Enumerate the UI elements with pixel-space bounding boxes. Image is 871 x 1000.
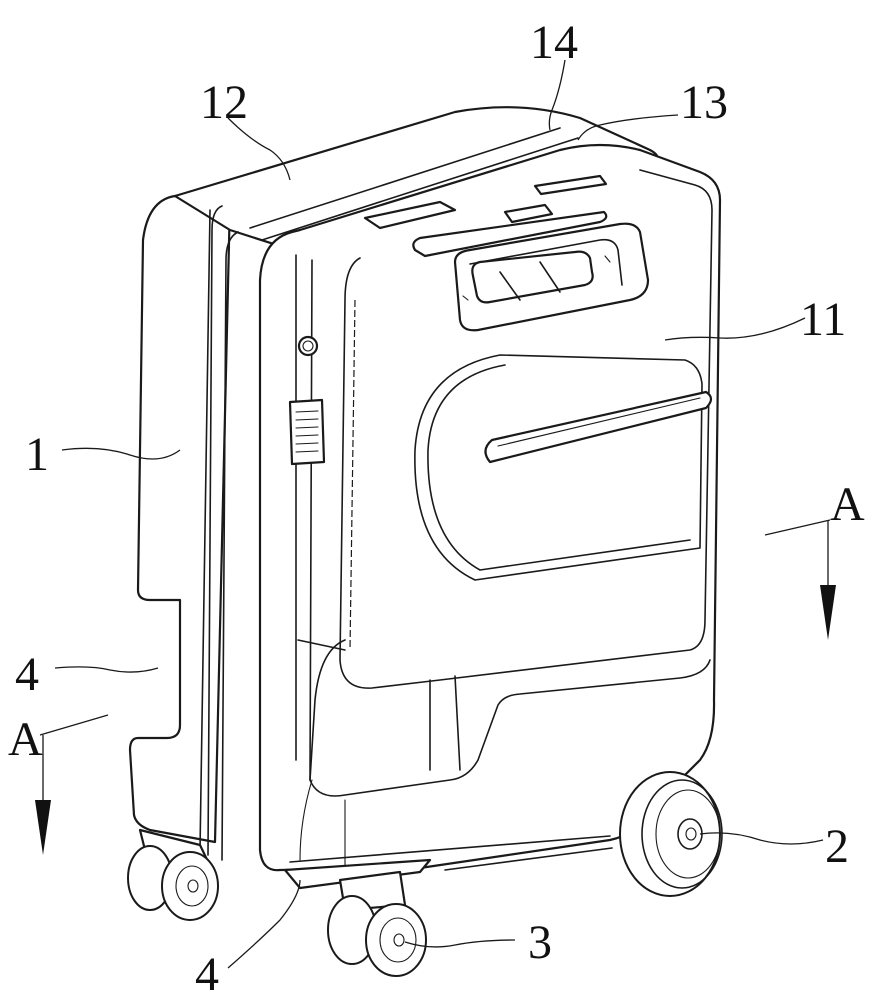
leader-13 <box>577 114 679 141</box>
reference-labels: 12 14 13 11 1 A 4 A 2 3 4 <box>8 16 865 1000</box>
label-section-A-left: A <box>8 713 43 766</box>
leader-lines <box>39 59 831 969</box>
leader-3 <box>404 939 516 948</box>
leader-12 <box>227 117 291 181</box>
leader-14 <box>548 59 566 131</box>
top-handle <box>363 174 650 332</box>
leader-2 <box>699 832 824 845</box>
section-arrow-right <box>820 520 836 640</box>
leader-11 <box>664 317 806 341</box>
rear-drive-wheel <box>619 771 723 897</box>
label-13: 13 <box>680 76 728 129</box>
leader-1 <box>61 447 181 460</box>
label-14: 14 <box>530 16 578 69</box>
leader-A-left <box>39 714 109 736</box>
caster-wheel-left <box>127 828 219 921</box>
caster-wheel-right <box>283 858 432 977</box>
label-1: 1 <box>25 428 49 481</box>
label-section-A-right: A <box>830 478 865 531</box>
leader-4-upper <box>54 666 159 673</box>
label-4-lower: 4 <box>195 948 219 1000</box>
leader-4-lower <box>227 879 301 969</box>
label-4-upper: 4 <box>15 648 39 701</box>
label-12: 12 <box>200 76 248 129</box>
label-2: 2 <box>825 820 849 873</box>
label-3: 3 <box>528 916 552 969</box>
front-cover-panel <box>414 354 713 581</box>
side-controls <box>288 335 326 466</box>
label-11: 11 <box>800 293 846 346</box>
section-arrow-left <box>35 735 51 855</box>
leader-A-right <box>764 519 831 536</box>
suitcase-body <box>128 106 722 872</box>
